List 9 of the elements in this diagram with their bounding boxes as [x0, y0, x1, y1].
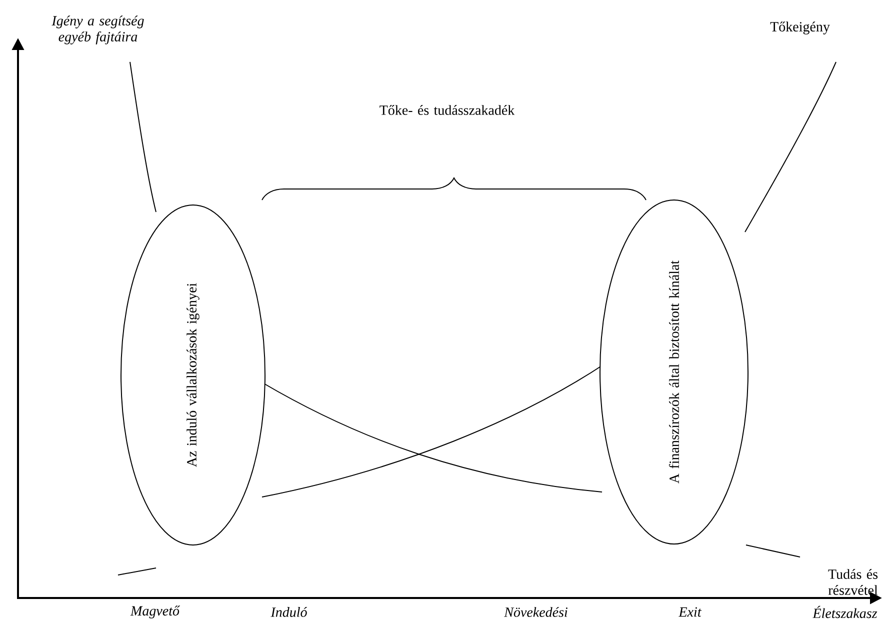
axis-title: Életszakasz — [812, 606, 878, 618]
brace-label: Tőke- és tudásszakadék — [380, 105, 515, 115]
axis-tick-label: Magvető — [130, 606, 180, 618]
curve-label: Igény a segítség egyéb fajtáira — [52, 16, 144, 44]
axis-tick-label: Induló — [270, 607, 308, 617]
axis-tick-label: Exit — [678, 607, 702, 617]
curve-label: Tudás és részvétel — [828, 569, 878, 595]
curve-label: Tőkeigény — [770, 22, 830, 34]
axis-tick-label: Növekedési — [504, 607, 568, 617]
